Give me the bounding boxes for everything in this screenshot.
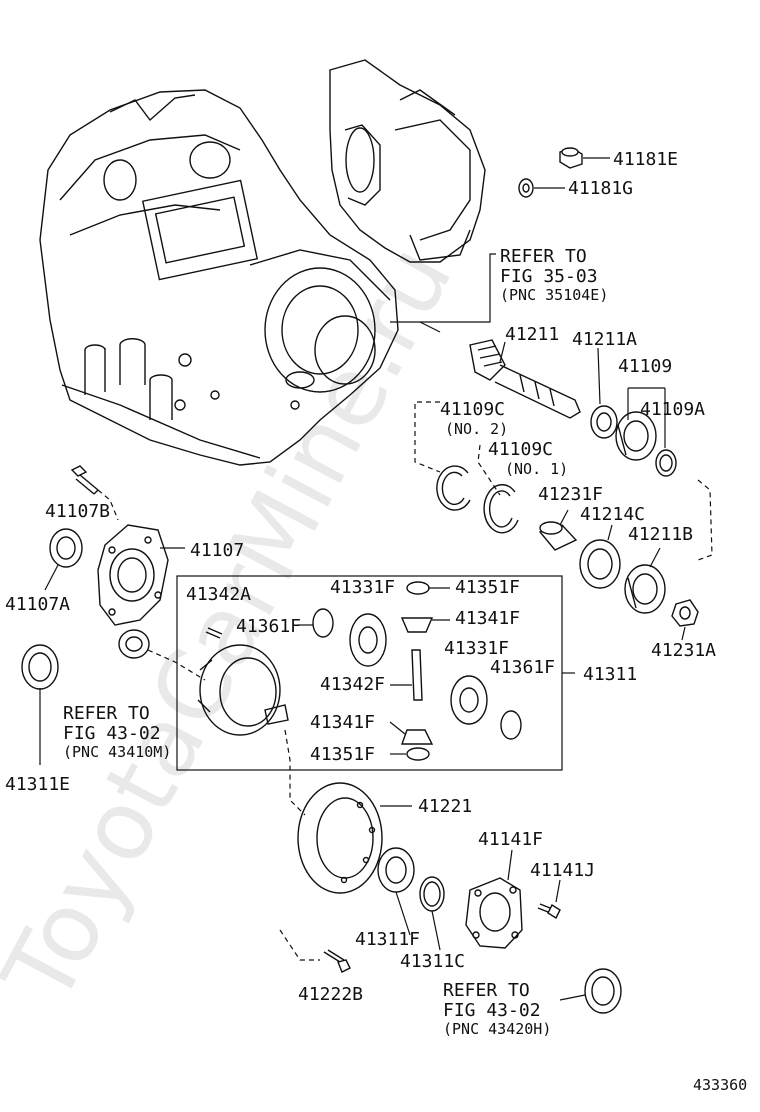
differential-case-drawing [197,644,289,736]
ref3-line2: FIG 43-02 [443,1000,541,1021]
pinion-41341F-upper-drawing [400,617,434,633]
bearing-41109-drawing [615,411,657,461]
ref1-line2: FIG 35-03 [500,266,598,287]
bolt-41222B-drawing [323,949,351,973]
label-41342F: 41342F [320,674,385,695]
washer-41181G-drawing [518,178,534,198]
pinion-41341F-lower-drawing [401,729,434,745]
bolt-41107B-drawing [70,465,99,495]
bearing-41211A-drawing [590,405,618,439]
race-41109A-drawing [655,449,677,477]
label-41341F-lower: 41341F [310,712,375,733]
retainer-41141F-drawing [465,877,523,949]
label-41311C: 41311C [400,951,465,972]
bearing-41311F-drawing [377,847,415,893]
washer-41351F-lower-drawing [406,747,430,761]
label-41311F: 41311F [355,929,420,950]
bolt-41141J-drawing [537,903,561,920]
label-41141F: 41141F [478,829,543,850]
label-41331F-upper: 41331F [330,577,395,598]
bolt-41181E-drawing [559,147,583,169]
label-41107A: 41107A [5,594,70,615]
oil-seal-lower-drawing [584,968,622,1014]
label-41109A: 41109A [640,399,705,420]
label-41231F: 41231F [538,484,603,505]
assembly-lines [97,401,713,961]
bearing-retainer-41107-drawing [97,524,169,626]
label-41361F-lower: 41361F [490,657,555,678]
side-gear-41331F-lower-drawing [450,675,488,725]
label-41351F-lower: 41351F [310,744,375,765]
ring-gear-41221-drawing [297,782,383,894]
label-41331F-lower: 41331F [444,638,509,659]
transaxle-housing-drawing [329,59,486,263]
oil-seal-41311E-drawing [21,644,59,690]
label-41221: 41221 [418,796,472,817]
label-41109C-no2-note: (NO. 2) [445,420,508,438]
leader-lines [39,157,686,1001]
label-41311: 41311 [583,664,637,685]
side-bearing-drawing [118,629,150,659]
washer-41361F-lower-drawing [500,710,522,740]
label-41342A: 41342A [186,584,251,605]
bearing-41211B-drawing [624,564,666,614]
diagram-id: 433360 [693,1076,747,1094]
label-41107B: 41107B [45,501,110,522]
nut-41231A-drawing [671,599,699,627]
ref1-line1: REFER TO [500,246,587,267]
ref3-line3: (PNC 43420H) [443,1020,551,1038]
shaft-41342F-drawing [411,649,423,701]
washer-41351F-upper-drawing [406,581,430,595]
ref2-line1: REFER TO [63,703,150,724]
labels: 41181E 41181G REFER TO FIG 35-03 (PNC 35… [5,149,747,1094]
snap-ring-41109C-no2-drawing [436,465,471,511]
ref3-line1: REFER TO [443,980,530,1001]
label-41109: 41109 [618,356,672,377]
label-41107: 41107 [190,540,244,561]
spacer-41231F-drawing [538,521,578,551]
side-gear-41331F-upper-drawing [349,613,387,667]
oil-seal-41107A-drawing [49,528,83,568]
ref1-line3: (PNC 35104E) [500,286,608,304]
label-41211B: 41211B [628,524,693,545]
label-41214C: 41214C [580,504,645,525]
label-41311E: 41311E [5,774,70,795]
label-41351F-upper: 41351F [455,577,520,598]
label-41109C-no1: 41109C [488,439,553,460]
label-41231A: 41231A [651,640,716,661]
washer-41361F-upper-drawing [312,608,334,638]
pin-41342A-drawing [205,627,223,639]
label-41222B: 41222B [298,984,363,1005]
ref2-line2: FIG 43-02 [63,723,161,744]
label-41141J: 41141J [530,860,595,881]
label-41109C-no2: 41109C [440,399,505,420]
label-41211A: 41211A [572,329,637,350]
shim-41214C-drawing [579,539,621,589]
label-41361F-upper: 41361F [236,616,301,637]
label-41211: 41211 [505,324,559,345]
ref2-line3: (PNC 43410M) [63,743,171,761]
snap-ring-41109C-no1-drawing [483,484,519,534]
label-41341F-upper: 41341F [455,608,520,629]
transaxle-case-drawing [39,89,399,466]
label-41181G: 41181G [568,178,633,199]
label-41109C-no1-note: (NO. 1) [505,460,568,478]
drive-pinion-shaft-drawing [469,339,581,419]
label-41181E: 41181E [613,149,678,170]
shim-41311C-drawing [419,876,445,912]
